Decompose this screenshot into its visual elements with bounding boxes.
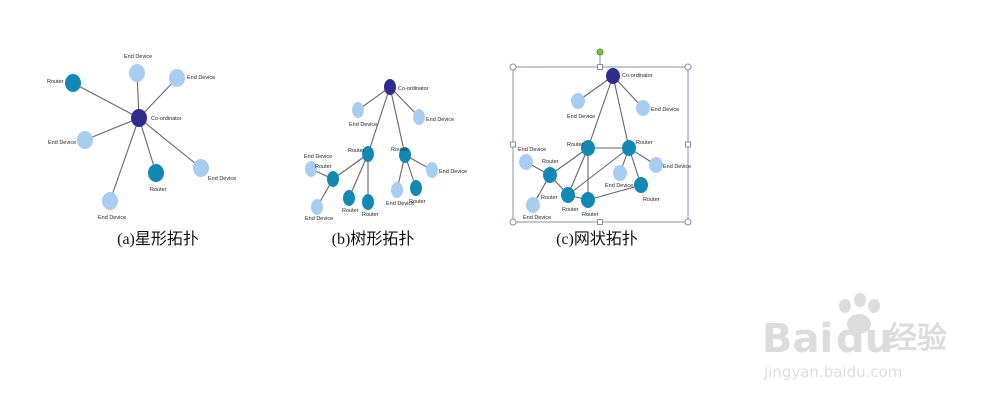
end-device-label: End Device — [124, 54, 152, 60]
router-label: Router — [348, 148, 365, 154]
end-device-label: End Device — [439, 169, 467, 175]
watermark-brand: Bai — [762, 316, 833, 362]
selection-frame[interactable] — [509, 48, 692, 226]
end-device-label: End Device — [567, 114, 595, 120]
end-device-node — [102, 192, 118, 210]
router-label: Router — [150, 187, 167, 193]
end-device-label: End Device — [426, 117, 454, 123]
end-device-node — [352, 102, 364, 118]
baidu-watermark: Bai du 经验 jingyan.baidu.com — [762, 293, 947, 381]
coordinator-label: Co-ordinator — [398, 86, 429, 92]
end-device-label: End Device — [305, 216, 333, 222]
end-device-node — [526, 197, 540, 213]
router-node — [581, 140, 595, 156]
end-device-node — [169, 69, 185, 87]
end-device-node — [129, 64, 145, 82]
end-device-label: End Device — [98, 215, 126, 221]
end-device-node — [391, 182, 403, 198]
router-node — [327, 171, 339, 187]
end-device-label: End Device — [518, 147, 546, 153]
resize-handle-tr[interactable] — [684, 63, 692, 71]
watermark-url: jingyan.baidu.com — [763, 363, 902, 381]
router-node — [543, 167, 557, 183]
resize-handle-left[interactable] — [510, 141, 516, 148]
end-device-node — [311, 199, 323, 215]
router-label: Router — [562, 207, 579, 213]
router-node — [410, 180, 422, 196]
router-label: Router — [342, 208, 359, 214]
star-topology: Co-ordinator Router Router End Device En… — [47, 54, 236, 248]
tree-caption: (b)树形拓扑 — [332, 230, 415, 248]
paw-icon — [839, 293, 880, 334]
watermark-brand-cn: 经验 — [887, 321, 947, 356]
router-node — [65, 74, 81, 92]
router-label: Router — [362, 212, 379, 218]
end-device-label: End Device — [523, 215, 551, 221]
end-device-node — [571, 93, 585, 109]
coordinator-node — [131, 109, 147, 127]
end-device-label: End Device — [605, 183, 633, 189]
end-device-node — [413, 109, 425, 125]
router-node — [343, 190, 355, 206]
coordinator-label: Co-ordinator — [622, 73, 653, 79]
end-device-label: End Device — [208, 176, 236, 182]
star-caption: (a)星形拓扑 — [117, 230, 199, 248]
resize-handle-tl[interactable] — [509, 63, 517, 71]
end-device-label: End Device — [187, 75, 215, 81]
coordinator-label: Co-ordinator — [151, 116, 182, 122]
end-device-node — [613, 165, 627, 181]
resize-handle-br[interactable] — [684, 218, 692, 226]
end-device-label: End Device — [304, 154, 332, 160]
end-device-node — [519, 154, 533, 170]
router-label: Router — [542, 159, 559, 165]
end-device-label: End Device — [386, 201, 414, 207]
coordinator-node — [384, 79, 396, 95]
router-node — [561, 187, 575, 203]
router-label: Router — [643, 197, 660, 203]
router-node — [148, 164, 164, 182]
end-device-label: End Device — [349, 122, 377, 128]
mesh-topology: Co-ordinator End Device End Device Route… — [509, 48, 692, 248]
resize-handle-top[interactable] — [597, 64, 603, 70]
router-label: Router — [636, 140, 653, 146]
rotate-handle[interactable] — [596, 48, 604, 56]
router-label: Router — [582, 212, 599, 218]
router-label: Router — [541, 195, 558, 201]
router-node — [622, 140, 636, 156]
router-label: Router — [409, 199, 426, 205]
end-device-node — [636, 100, 650, 116]
end-device-label: End Device — [663, 164, 691, 170]
resize-handle-bl[interactable] — [509, 218, 517, 226]
resize-handle-bottom[interactable] — [597, 219, 603, 225]
router-label: Router — [315, 164, 332, 170]
end-device-node — [649, 157, 663, 173]
end-device-node — [426, 162, 438, 178]
router-label: Router — [391, 147, 408, 153]
router-node — [362, 194, 374, 210]
router-label: Router — [47, 79, 64, 85]
watermark-du-icon: du — [836, 316, 893, 362]
router-node — [399, 147, 411, 163]
router-node — [362, 146, 374, 162]
router-node — [581, 192, 595, 208]
router-label: Router — [567, 142, 584, 148]
end-device-node — [305, 161, 317, 177]
router-node — [634, 177, 648, 193]
end-device-label: End Device — [651, 107, 679, 113]
resize-handle-right[interactable] — [685, 141, 691, 148]
mesh-caption: (c)网状拓扑 — [556, 230, 638, 248]
end-device-node — [77, 131, 93, 149]
tree-topology: Co-ordinator End Device End Device Route… — [304, 79, 467, 248]
end-device-label: End Device — [48, 140, 76, 146]
end-device-node — [193, 159, 209, 177]
coordinator-node — [606, 68, 620, 84]
